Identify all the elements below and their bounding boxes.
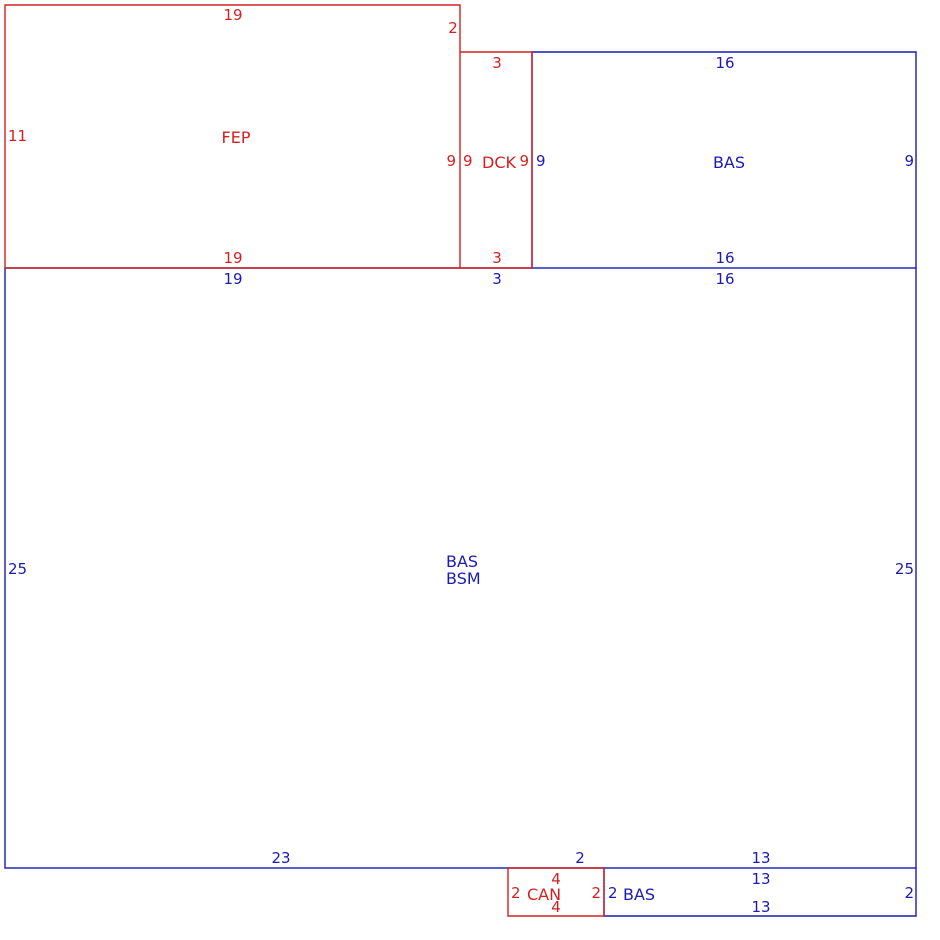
dck-dim-bottom: 3: [492, 249, 502, 267]
dck-dim-top: 3: [492, 54, 502, 72]
fep-code: FEP: [222, 128, 251, 147]
main-dim-top-left: 19: [223, 270, 242, 288]
bas-upper-code: BAS: [713, 153, 745, 172]
main-code-1: BAS: [446, 552, 478, 571]
fep-dim-right: 9: [446, 152, 456, 170]
bas-upper-dim-left: 9: [536, 152, 546, 170]
bas-lower-dim-top: 13: [751, 870, 770, 888]
bas-lower-code: BAS: [623, 885, 655, 904]
can-code: CAN: [527, 885, 561, 904]
dck-dim-right: 9: [519, 152, 529, 170]
fep-dim-notch: 2: [448, 19, 458, 37]
bas-lower-dim-bottom: 13: [751, 898, 770, 916]
main-dim-bottom-mid: 2: [575, 849, 585, 867]
dck-outline: [460, 51, 533, 268]
main-dim-bottom-left: 23: [271, 849, 290, 867]
fep-dim-top: 19: [223, 6, 242, 24]
can-dim-top: 4: [551, 870, 561, 888]
can-dim-right: 2: [591, 884, 601, 902]
main-code-2: BSM: [446, 569, 481, 588]
fep-dim-left: 11: [8, 127, 27, 145]
bas-upper-dim-right: 9: [904, 152, 914, 170]
bas-upper-dim-top: 16: [715, 54, 734, 72]
main-dim-top-mid: 3: [492, 270, 502, 288]
can-outline: [507, 868, 605, 917]
bas-upper-dim-bottom: 16: [715, 249, 734, 267]
fep-dim-bottom: 19: [223, 249, 242, 267]
fep-outline: [4, 4, 461, 268]
dck-dim-left: 9: [463, 152, 473, 170]
main-dim-right: 25: [895, 560, 914, 578]
main-dim-bottom-right: 13: [751, 849, 770, 867]
main-dim-top-right: 16: [715, 270, 734, 288]
bas-lower-dim-right: 2: [904, 884, 914, 902]
dck-code: DCK: [482, 153, 516, 172]
can-dim-left: 2: [511, 884, 521, 902]
can-dim-bottom: 4: [551, 898, 561, 916]
bas-lower-dim-left: 2: [608, 884, 618, 902]
main-dim-left: 25: [8, 560, 27, 578]
